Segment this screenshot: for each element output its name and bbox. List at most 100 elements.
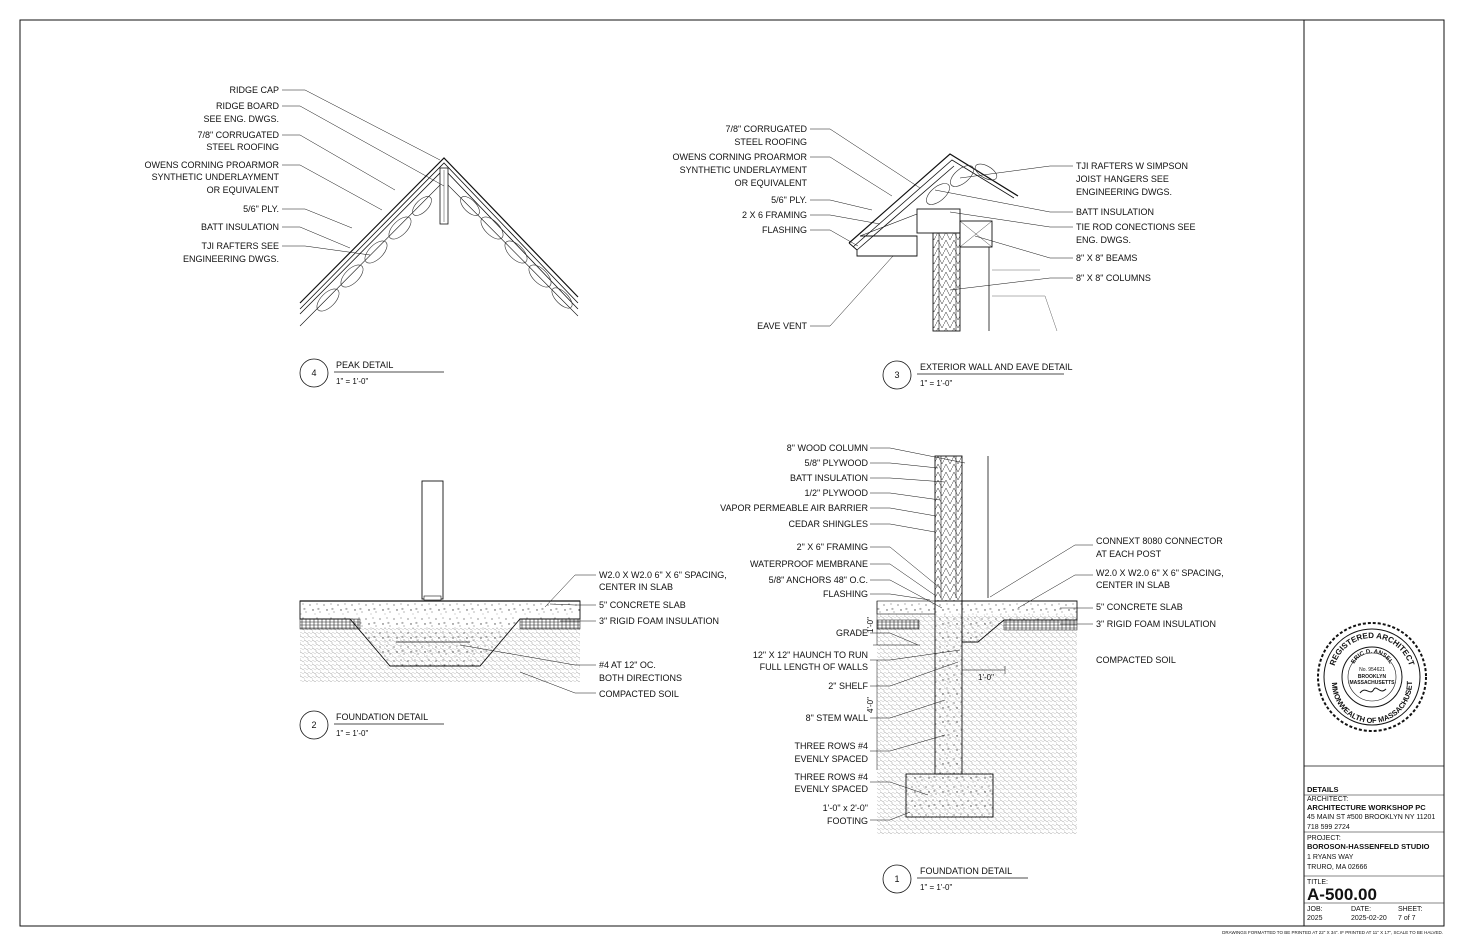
f2-label-rebar: #4 AT 12" OC. [599, 660, 656, 670]
f1-label-haunch-2: FULL LENGTH OF WALLS [760, 662, 868, 672]
peak-batt-insulation-right [460, 196, 573, 309]
seal-number: No. 954621 [1359, 667, 1385, 673]
peak-label-plywood: 5/6" PLY. [243, 204, 279, 214]
f2-label-mesh-2: CENTER IN SLAB [599, 582, 673, 592]
eave-label-plywood: 5/6" PLY. [771, 195, 807, 205]
tb-job: 2025 [1307, 915, 1323, 922]
eave-wall [932, 232, 961, 332]
f2-label-foam: 3" RIGID FOAM INSULATION [599, 616, 719, 626]
eave-label-batt: BATT INSULATION [1076, 207, 1154, 217]
peak-label-tji: TJI RAFTERS SEE [201, 241, 279, 251]
f2-detail-title: FOUNDATION DETAIL [336, 712, 428, 722]
f1-label-slab: 5" CONCRETE SLAB [1096, 602, 1183, 612]
eave-label-underlayment-3: OR EQUIVALENT [735, 178, 808, 188]
tb-architect-phone: 718 599 2724 [1307, 824, 1350, 831]
peak-label-roofing: 7/8" CORRUGATED [197, 130, 279, 140]
foundation-detail-1: 1'-0" 4'-0" 1'-0" 8" WOOD COLUMN 5/8" PL… [720, 443, 1224, 894]
tb-architect-address: 45 MAIN ST #500 BROOKLYN NY 11201 [1307, 814, 1435, 821]
f2-detail-scale: 1" = 1'-0" [336, 729, 368, 738]
tb-project-city: TRURO, MA 02666 [1307, 864, 1367, 871]
peak-label-underlayment-3: OR EQUIVALENT [207, 185, 280, 195]
f1-label-soil: COMPACTED SOIL [1096, 655, 1176, 665]
tb-title: A-500.00 [1307, 885, 1377, 904]
title-block: DETAILS ARCHITECT: ARCHITECTURE WORKSHOP… [1304, 765, 1444, 922]
tb-title-label: TITLE: [1307, 879, 1328, 886]
f1-label-plywood: 5/8" PLYWOOD [804, 458, 868, 468]
eave-label-columns: 8" X 8" COLUMNS [1076, 273, 1151, 283]
f1-label-air-barrier: VAPOR PERMEABLE AIR BARRIER [720, 503, 868, 513]
f1-label-flashing: FLASHING [823, 589, 868, 599]
peak-label-ridge-board-2: SEE ENG. DWGS. [203, 114, 279, 124]
f2-label-slab: 5" CONCRETE SLAB [599, 600, 686, 610]
peak-detail-number: 4 [311, 368, 316, 378]
dim-4ft: 4'-0" [866, 697, 875, 713]
peak-detail-scale: 1" = 1'-0" [336, 377, 368, 386]
f1-label-framing: 2" X 6" FRAMING [797, 542, 868, 552]
f1-label-rebar-a-2: EVENLY SPACED [794, 754, 868, 764]
tb-date: 2025-02-20 [1351, 915, 1387, 922]
f1-label-footing: FOOTING [827, 816, 868, 826]
f1-label-batt: BATT INSULATION [790, 473, 868, 483]
f1-wall [934, 455, 963, 602]
f2-detail-bubble [299, 710, 329, 740]
f1-label-column: 8" WOOD COLUMN [787, 443, 868, 453]
tb-job-label: JOB: [1307, 906, 1323, 913]
concrete-slab [299, 600, 581, 667]
footer-note: DRAWINGS FORMATTED TO BE PRINTED AT 22" … [1222, 930, 1443, 935]
f1-label-foam: 3" RIGID FOAM INSULATION [1096, 619, 1216, 629]
f1-detail-number: 1 [894, 874, 899, 884]
f1-detail-scale: 1" = 1'-0" [920, 883, 952, 892]
f1-label-membrane: WATERPROOF MEMBRANE [750, 559, 868, 569]
tb-project-label: PROJECT: [1307, 835, 1341, 842]
eave-detail-bubble [882, 360, 912, 390]
f1-label-shingles: CEDAR SHINGLES [788, 519, 868, 529]
tb-sheet: 7 of 7 [1398, 915, 1416, 922]
eave-label-roofing-2: STEEL ROOFING [734, 137, 807, 147]
tb-date-label: DATE: [1351, 906, 1371, 913]
f1-label-anchors: 5/8" ANCHORS 48" O.C. [769, 575, 868, 585]
peak-label-ridge-board: RIDGE BOARD [216, 101, 280, 111]
eave-label-roofing: 7/8" CORRUGATED [725, 124, 807, 134]
f1-label-mesh-2: CENTER IN SLAB [1096, 580, 1170, 590]
eave-label-tji-3: ENGINEERING DWGS. [1076, 187, 1172, 197]
f1-label-rebar-a: THREE ROWS #4 [794, 741, 868, 751]
column [421, 480, 444, 600]
f1-label-connector-2: AT EACH POST [1096, 549, 1162, 559]
eave-label-flashing: FLASHING [762, 225, 807, 235]
sheet-border [19, 19, 1445, 927]
seal-state: MASSACHUSETTS [1349, 680, 1395, 686]
eave-label-underlayment: OWENS CORNING PROARMOR [672, 152, 807, 162]
seal-signature [1359, 687, 1387, 694]
peak-label-ridge-cap: RIDGE CAP [229, 85, 279, 95]
architect-seal: REGISTERED ARCHITECT COMMONWEALTH OF MAS… [1317, 622, 1427, 732]
peak-batt-insulation-left [316, 196, 432, 312]
dim-1ft-vert: 1'-0" [866, 617, 875, 633]
footing [905, 773, 994, 818]
tb-sheet-label: SHEET: [1398, 906, 1423, 913]
dim-1ft-horiz: 1'-0" [978, 673, 994, 682]
eave-label-beams: 8" X 8" BEAMS [1076, 253, 1137, 263]
eave-label-underlayment-2: SYNTHETIC UNDERLAYMENT [680, 165, 808, 175]
f1-detail-bubble [882, 864, 912, 894]
peak-detail-bubble [299, 358, 329, 388]
eave-label-tji: TJI RAFTERS W SIMPSON [1076, 161, 1188, 171]
eave-label-vent: EAVE VENT [757, 321, 807, 331]
eave-detail-scale: 1" = 1'-0" [920, 379, 952, 388]
f2-label-mesh: W2.0 X W2.0 6" X 6" SPACING, [599, 570, 727, 580]
eave-batt-insulation [926, 163, 998, 205]
peak-label-roofing-2: STEEL ROOFING [206, 142, 279, 152]
f1-label-grade: GRADE [836, 628, 868, 638]
peak-label-underlayment-2: SYNTHETIC UNDERLAYMENT [152, 172, 280, 182]
foundation-detail-2: W2.0 X W2.0 6" X 6" SPACING, CENTER IN S… [299, 480, 727, 740]
eave-label-tie-rod-2: ENG. DWGS. [1076, 235, 1131, 245]
eave-label-framing: 2 X 6 FRAMING [742, 210, 807, 220]
f1-label-rebar-b: THREE ROWS #4 [794, 772, 868, 782]
f1-label-mesh: W2.0 X W2.0 6" X 6" SPACING, [1096, 568, 1224, 578]
peak-label-tji-2: ENGINEERING DWGS. [183, 254, 279, 264]
peak-label-underlayment: OWENS CORNING PROARMOR [144, 160, 279, 170]
peak-detail-title: PEAK DETAIL [336, 360, 393, 370]
f1-detail-title: FOUNDATION DETAIL [920, 866, 1012, 876]
f1-label-plywood-half: 1/2" PLYWOOD [804, 488, 868, 498]
f1-label-stem-wall: 8" STEM WALL [806, 713, 868, 723]
